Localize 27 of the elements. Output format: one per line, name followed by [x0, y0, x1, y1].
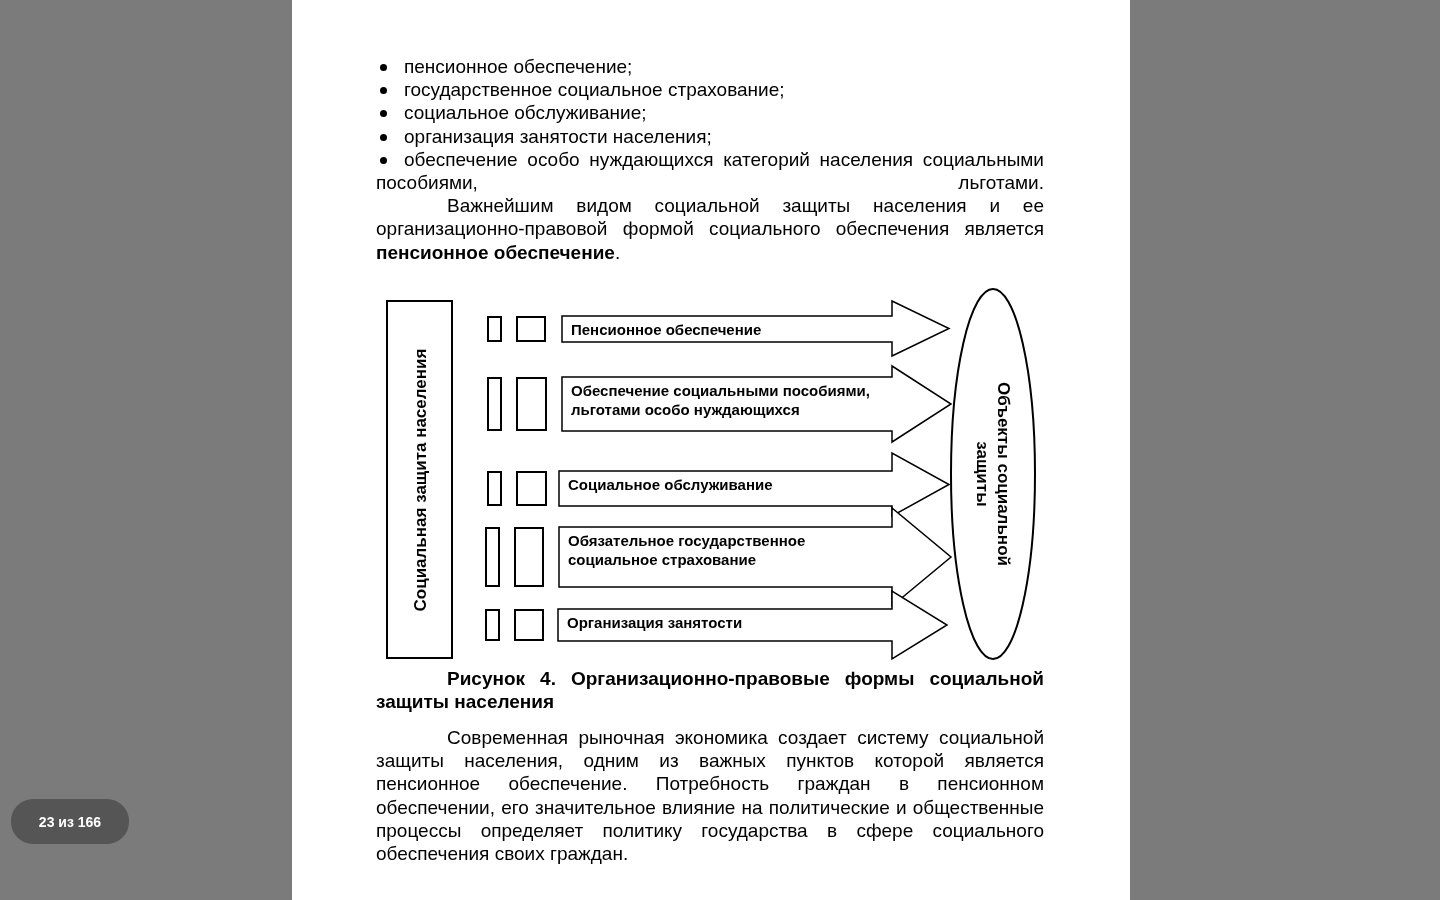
empty-box [516, 377, 547, 431]
arrow-label: Обязательное государственное социальное страхование [568, 531, 807, 569]
empty-box [514, 527, 544, 587]
box-label: Социальная защита населения [409, 348, 430, 611]
ellipse-label: Объекты социальной защиты [972, 381, 1014, 568]
empty-box [487, 471, 502, 506]
arrow-label: Социальное обслуживание [568, 475, 774, 494]
arrow-label: Пенсионное обеспечение [571, 320, 763, 339]
paragraph: Важнейшим видом социальной защиты населения и ее организационно-правовой формой социального обеспечения является пенсионное обеспечение. [376, 194, 1044, 264]
empty-box [516, 316, 546, 342]
figure-caption: Рисунок 4. Организационно-правовые формы социальной защиты населения [376, 667, 1044, 713]
empty-box [487, 316, 502, 342]
page-counter: 23 из 166 [11, 799, 129, 844]
bullet-item: социальное обслуживание; [376, 101, 1044, 125]
bullet-item: государственное социальное страхование; [376, 78, 1044, 102]
arrow-label: Организация занятости [567, 613, 744, 632]
empty-box [516, 471, 547, 506]
vertical-box [386, 300, 453, 659]
bullet-item: пенсионное обеспечение; [376, 55, 1044, 79]
bullet-item: организация занятости населения; [376, 124, 1044, 148]
bullet-item: обеспечение особо нуждающихся категорий населения социальными пособиями, льготами. [376, 147, 1044, 195]
empty-box [485, 609, 500, 641]
empty-box [514, 609, 544, 641]
empty-box [487, 377, 502, 431]
arrow-label: Обеспечение социальными пособиями, льготами особо нуждающихся [571, 381, 871, 419]
empty-box [485, 527, 500, 587]
paragraph: Современная рыночная экономика создает систему социальной защиты населения, одним из важных пунктов которой является пенсионное обеспечение. Потребность граждан в пенсионном обеспечении, его значительное влияние на политические и общественные процессы определяет политику государства в сфере социального обеспечения своих граждан. [376, 726, 1044, 866]
